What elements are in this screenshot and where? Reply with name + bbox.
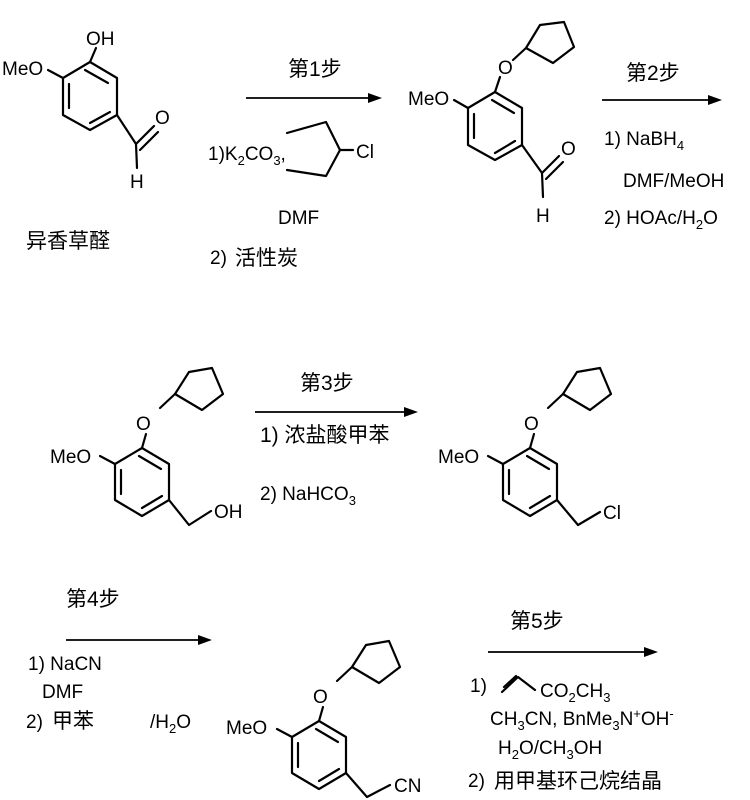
step-2: 第2步 1) NaBH4 DMF/MeOH 2) HOAc/H2O [602,62,724,232]
step-5-reagent-2: 用甲基环己烷结晶 [494,770,662,793]
step-1-reagent-2: 活性炭 [235,247,298,270]
step-3-label: 第3步 [300,372,354,395]
step-2-arrowhead [708,95,722,105]
step-1-reagent-2-number: 2) [210,248,227,269]
step-1-solvent: DMF [278,208,319,229]
step-3-arrowhead [404,407,418,417]
hydroxyl-label: OH [214,502,243,523]
cyclopentyl-ring [561,366,613,412]
compound-nitrile: O MeO CN [226,639,421,799]
ether-bonds [140,392,177,450]
step-5-reagent-2-number: 2) [468,771,485,792]
meo-bond [275,727,294,739]
step-4: 第4步 1) NaCN DMF 2) 甲苯 /H2O [26,588,212,736]
cyclopentyl-ring [350,639,402,685]
step-1-label: 第1步 [288,58,342,81]
aromatic-double-bonds [67,68,112,125]
ether-bonds [528,392,565,450]
methoxy-label: MeO [226,718,267,739]
step-5-arrowhead [644,647,658,657]
compound-isovanillin: OH MeO O H 异香草醛 [2,29,170,253]
aromatic-double-bonds [507,454,552,510]
methyl-acrylate-ester: CO2CH3 [540,681,610,705]
ether-oxygen-label: O [498,58,513,79]
aldehyde-hydrogen-label: H [130,172,144,193]
chloromethyl-bonds [555,498,602,527]
cyanomethyl-bonds [344,771,392,799]
step-2-reagent-1: 1) NaBH4 [604,129,684,153]
step-4-reagent-2-water: /H2O [150,712,191,736]
ether-oxygen-label: O [524,414,539,435]
aldehyde-hydrogen-label: H [536,206,550,227]
methoxy-label: MeO [408,89,449,110]
step-1: 第1步 1)K2CO3, Cl DMF 2) 活性炭 [208,58,382,270]
aldehyde-bonds [520,143,565,199]
chloride-label: Cl [356,142,374,163]
step-4-label: 第4步 [66,588,120,611]
ether-oxygen-label: O [313,687,328,708]
step-5-reagent-1-number: 1) [470,676,487,697]
compound-name-isovanillin: 异香草醛 [26,230,110,253]
aromatic-double-bonds [296,727,341,783]
aldehyde-bonds [115,113,160,170]
step-4-reagent-1: 1) NaCN [28,654,102,675]
meo-bond [98,454,117,466]
meo-bond [46,68,65,80]
compound-ether-aldehyde: O MeO O H [408,20,576,227]
step-3-reagent-2: 2) NaHCO3 [260,484,356,508]
compound-alcohol: O MeO OH [50,366,243,527]
aldehyde-oxygen-label: O [561,139,576,160]
methoxy-label: MeO [438,447,479,468]
oh-bond [88,46,98,64]
step-2-reagent-2: 2) HOAc/H2O [604,208,718,232]
step-3: 第3步 1) 浓盐酸甲苯 2) NaHCO3 [255,372,418,508]
step-1-arrowhead [368,93,382,103]
methyl-acrylate-bonds [500,674,537,694]
cyclopentyl-chloride-ring [285,120,342,178]
aromatic-double-bonds [119,454,164,510]
ether-bonds [493,46,528,94]
compound-chloride: O MeO Cl [438,366,621,527]
step-5-reagent-1-solvent-catalyst: CH3CN, BnMe3N+OH- [490,706,674,733]
aldehyde-oxygen-label: O [155,108,170,129]
cyclopentyl-ring [173,366,225,412]
step-4-solvent: DMF [42,682,83,703]
ether-oxygen-label: O [136,414,151,435]
step-4-arrowhead [198,635,212,645]
hydroxymethyl-bonds [167,498,213,527]
meo-bond [486,454,505,466]
meo-bond [452,98,470,110]
aromatic-double-bonds [472,98,517,155]
methoxy-label: MeO [50,447,91,468]
step-5-label: 第5步 [510,610,564,633]
step-2-label: 第2步 [626,62,680,85]
hydroxyl-label: OH [86,29,115,50]
step-4-reagent-2-solvent: 甲苯 [52,710,94,733]
step-4-reagent-2-number: 2) [26,712,43,733]
step-2-solvent: DMF/MeOH [623,171,724,192]
cyclopentyl-ring [524,20,576,65]
methoxy-label: MeO [2,59,43,80]
nitrile-label: CN [394,776,421,797]
ether-bonds [317,665,354,723]
step-3-reagent-1: 1) 浓盐酸甲苯 [260,424,390,447]
step-5-reagent-1-cosolvent: H2O/CH3OH [498,738,602,762]
step-5: 第5步 1) CO2CH3 CH3CN, BnMe3N+OH- H2O/CH3O… [468,610,674,793]
step-1-reagent-1: 1)K2CO3, [208,144,286,168]
chlorine-label: Cl [603,503,621,524]
